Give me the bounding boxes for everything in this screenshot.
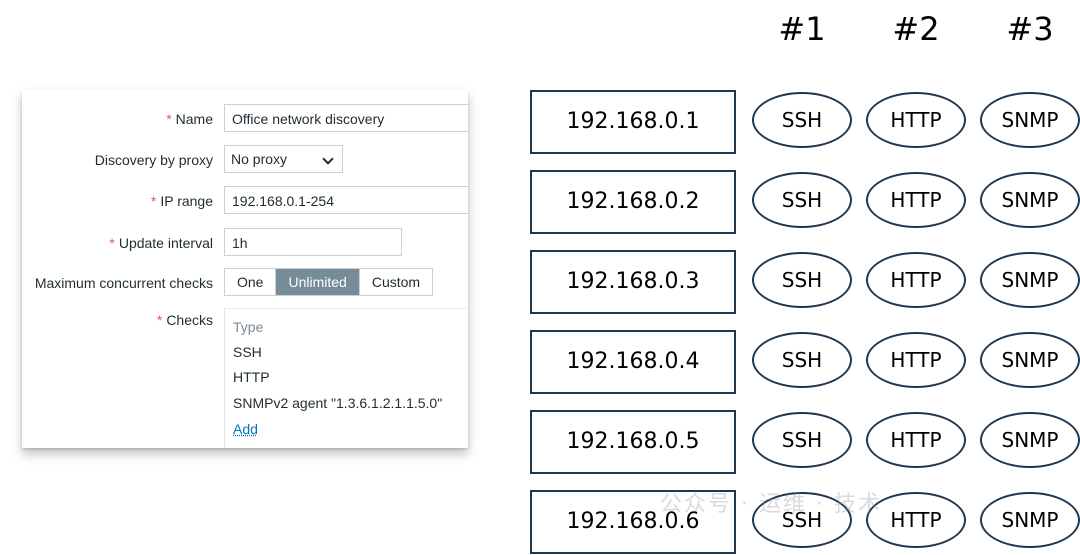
check-item: SSH <box>233 344 262 360</box>
ip-address-box: 192.168.0.4 <box>530 330 736 394</box>
check-http-ellipse: HTTP <box>866 92 966 148</box>
chevron-down-icon <box>322 153 334 165</box>
ip-range-row: *IP range 192.168.0.1-254 <box>22 186 468 216</box>
required-marker: * <box>156 312 163 328</box>
check-http-ellipse: HTTP <box>866 252 966 308</box>
concurrent-checks-segmented: One Unlimited Custom <box>224 268 434 296</box>
column-header: #3 <box>1006 10 1054 48</box>
concurrent-one-button[interactable]: One <box>225 269 277 295</box>
name-input[interactable]: Office network discovery <box>224 104 468 132</box>
ip-address-box: 192.168.0.5 <box>530 410 736 474</box>
checks-row: *Checks <box>22 308 468 338</box>
add-check-link[interactable]: Add <box>233 421 258 437</box>
check-http-ellipse: HTTP <box>866 172 966 228</box>
check-item: HTTP <box>233 369 270 385</box>
update-interval-input[interactable]: 1h <box>224 228 402 256</box>
required-marker: * <box>109 235 115 251</box>
concurrent-custom-button[interactable]: Custom <box>359 269 433 295</box>
check-snmp-ellipse: SNMP <box>980 172 1080 228</box>
column-header: #2 <box>892 10 940 48</box>
ip-range-input[interactable]: 192.168.0.1-254 <box>224 186 468 214</box>
check-snmp-ellipse: SNMP <box>980 412 1080 468</box>
check-ssh-ellipse: SSH <box>752 172 852 228</box>
ip-range-label: *IP range <box>150 193 213 209</box>
proxy-label: Discovery by proxy <box>94 152 213 168</box>
check-ssh-ellipse: SSH <box>752 492 852 548</box>
update-interval-label: *Update interval <box>109 235 213 251</box>
proxy-row: Discovery by proxy No proxy <box>22 145 468 175</box>
check-snmp-ellipse: SNMP <box>980 332 1080 388</box>
check-ssh-ellipse: SSH <box>752 332 852 388</box>
name-label: *Name <box>166 111 213 127</box>
check-snmp-ellipse: SNMP <box>980 492 1080 548</box>
checks-type-header: Type <box>233 319 264 335</box>
concurrent-checks-row: Maximum concurrent checks One Unlimited … <box>22 268 468 298</box>
check-snmp-ellipse: SNMP <box>980 252 1080 308</box>
discovery-rule-form: *Name Office network discovery Discovery… <box>22 90 468 448</box>
check-http-ellipse: HTTP <box>866 492 966 548</box>
ip-address-box: 192.168.0.2 <box>530 170 736 234</box>
concurrent-unlimited-button[interactable]: Unlimited <box>276 269 360 295</box>
column-header: #1 <box>778 10 826 48</box>
check-ssh-ellipse: SSH <box>752 252 852 308</box>
proxy-select-value: No proxy <box>231 151 288 167</box>
ip-address-box: 192.168.0.6 <box>530 490 736 554</box>
check-ssh-ellipse: SSH <box>752 412 852 468</box>
name-row: *Name Office network discovery <box>22 104 468 134</box>
checks-table: Type SSH HTTP SNMPv2 agent "1.3.6.1.2.1.… <box>224 308 468 448</box>
check-item: SNMPv2 agent "1.3.6.1.2.1.1.5.0" <box>233 395 443 411</box>
check-ssh-ellipse: SSH <box>752 92 852 148</box>
concurrent-checks-label: Maximum concurrent checks <box>34 275 213 291</box>
check-http-ellipse: HTTP <box>866 332 966 388</box>
check-snmp-ellipse: SNMP <box>980 92 1080 148</box>
required-marker: * <box>166 111 172 127</box>
proxy-select[interactable]: No proxy <box>224 145 343 173</box>
ip-address-box: 192.168.0.3 <box>530 250 736 314</box>
ip-address-box: 192.168.0.1 <box>530 90 736 154</box>
checks-label: *Checks <box>156 312 213 328</box>
check-http-ellipse: HTTP <box>866 412 966 468</box>
update-interval-row: *Update interval 1h <box>22 228 468 258</box>
required-marker: * <box>150 193 157 209</box>
